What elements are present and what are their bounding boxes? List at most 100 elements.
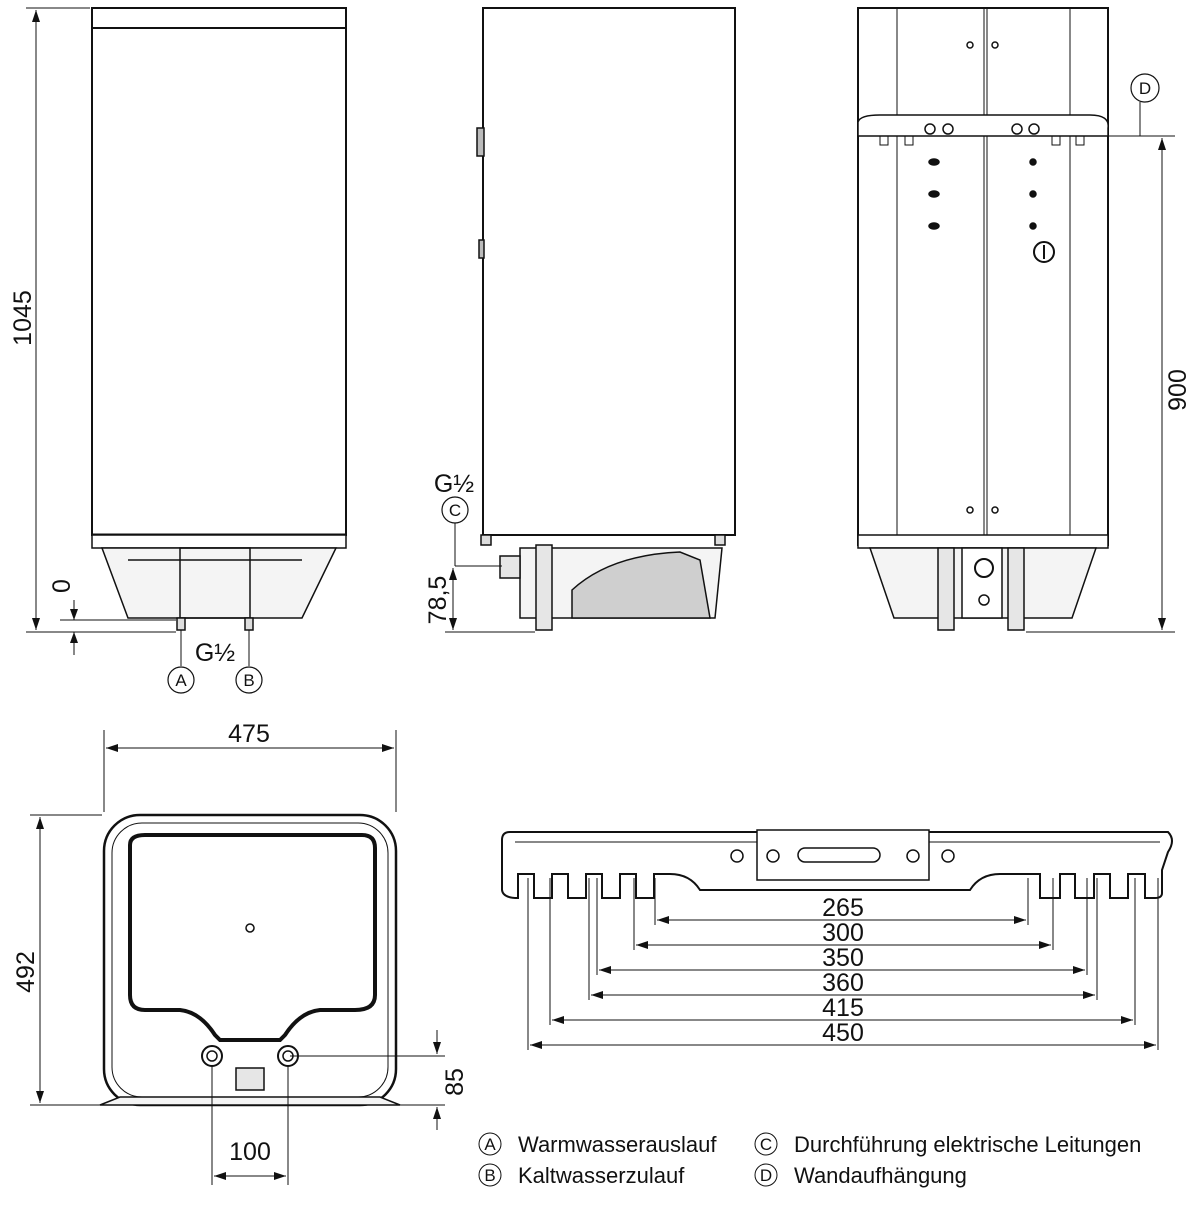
bottom-inner-cavity [128, 833, 377, 1042]
slot-dim-lines [527, 878, 1159, 1050]
marker-d-label: D [1139, 79, 1151, 98]
rear-bracket-bolt [924, 123, 936, 135]
legend-item-d: Wandaufhängung [794, 1163, 967, 1188]
dim-1045 [26, 7, 176, 633]
pipe-a [176, 617, 186, 631]
dim-label-100: 100 [229, 1138, 271, 1166]
front-base-panel [179, 547, 251, 619]
dim-78-5 [445, 568, 535, 633]
legend-marker-b-label: B [484, 1166, 495, 1185]
side-stub-right [714, 534, 726, 546]
dim-label-900: 900 [1164, 369, 1192, 411]
pipe-b [244, 617, 254, 631]
legend-item-c: Durchführung elektrische Leitungen [794, 1132, 1141, 1157]
rear-hole [928, 190, 940, 198]
bracket-center-plate [756, 829, 930, 881]
legend-item-b: Kaltwasserzulauf [518, 1163, 685, 1188]
rear-bracket-slots [879, 136, 1085, 146]
dim-label-1045: 1045 [9, 290, 37, 346]
legend: A Warmwasserauslauf B Kaltwasserzulauf C… [478, 1132, 1141, 1188]
legend-marker-c [754, 1132, 778, 1156]
slot-dim-label: 350 [822, 944, 864, 972]
thread-label-ab: G½ [195, 639, 235, 667]
marker-a-label: A [175, 671, 187, 690]
rear-control-indicator [978, 594, 990, 606]
legend-marker-b [478, 1163, 502, 1187]
bracket-hole [941, 849, 955, 863]
side-cable-gland [499, 555, 521, 579]
bottom-center-hole [245, 923, 255, 933]
bracket-detail [501, 829, 1173, 900]
dim-900 [1026, 135, 1175, 633]
front-body [91, 27, 347, 536]
bottom-pipe-a-inner [206, 1050, 218, 1062]
dim-100 [211, 1066, 289, 1185]
side-knob-top [476, 127, 485, 157]
rear-hole [1029, 158, 1037, 166]
dim-label-492: 492 [12, 951, 40, 993]
rear-hole [966, 506, 974, 514]
rear-hole [928, 158, 940, 166]
slot-dim-label: 450 [822, 1019, 864, 1047]
rear-view [857, 7, 1109, 631]
bracket-hole [730, 849, 744, 863]
marker-c-label: C [449, 501, 461, 520]
dim-label-85: 85 [441, 1068, 469, 1096]
legend-marker-d [754, 1163, 778, 1187]
rear-bottom-band [857, 534, 1109, 549]
slot-dim-label: 360 [822, 969, 864, 997]
bracket-hole [906, 849, 920, 863]
rear-body [857, 7, 1109, 546]
rear-hole [928, 222, 940, 230]
legend-marker-a [478, 1132, 502, 1156]
bottom-base-foot [99, 1096, 401, 1106]
dim-492 [30, 814, 102, 1106]
dim-85 [290, 1030, 445, 1130]
rear-hole [1029, 190, 1037, 198]
legend-item-a: Warmwasserauslauf [518, 1132, 717, 1157]
side-pipe-stub [535, 544, 553, 631]
bracket-hole [766, 849, 780, 863]
front-view [91, 7, 347, 631]
rear-hole [991, 41, 999, 49]
slot-dim-label: 300 [822, 919, 864, 947]
front-bottom-band [91, 534, 347, 549]
side-stub-left [480, 534, 492, 546]
marker-a [167, 666, 195, 694]
rear-control-knob [974, 558, 994, 578]
side-knob-mid [478, 239, 485, 259]
legend-marker-c-label: C [760, 1135, 772, 1154]
rear-bracket-bolt [1011, 123, 1023, 135]
legend-marker-a-label: A [484, 1135, 496, 1154]
side-body [482, 7, 736, 536]
slot-dim-label: 415 [822, 994, 864, 1022]
leader-d [1110, 102, 1141, 137]
rear-bracket-bolt [1028, 123, 1040, 135]
thread-label-c: G½ [434, 470, 474, 498]
marker-b-label: B [243, 671, 254, 690]
dim-zero [60, 600, 176, 655]
rear-bracket-bolt [942, 123, 954, 135]
side-view [476, 7, 736, 631]
rear-thermostat-knob [1033, 241, 1055, 263]
bracket-center-slot [797, 847, 881, 863]
marker-b [235, 666, 263, 694]
slot-dim-label: 265 [822, 894, 864, 922]
rear-hole [966, 41, 974, 49]
rear-wall-bracket [857, 114, 1109, 137]
front-base-shroud [100, 547, 338, 619]
legend-marker-d-label: D [760, 1166, 772, 1185]
rear-hole [1029, 222, 1037, 230]
bottom-cable-gland [235, 1067, 265, 1091]
dim-label-475: 475 [228, 720, 270, 748]
rear-hole [991, 506, 999, 514]
dim-label-78-5: 78,5 [424, 576, 452, 625]
dim-475 [103, 730, 397, 812]
rear-pipe-right [1007, 547, 1025, 631]
rear-pipe-left [937, 547, 955, 631]
bottom-view [99, 813, 401, 1107]
front-top-cap [91, 7, 347, 29]
bottom-outline [102, 813, 398, 1107]
